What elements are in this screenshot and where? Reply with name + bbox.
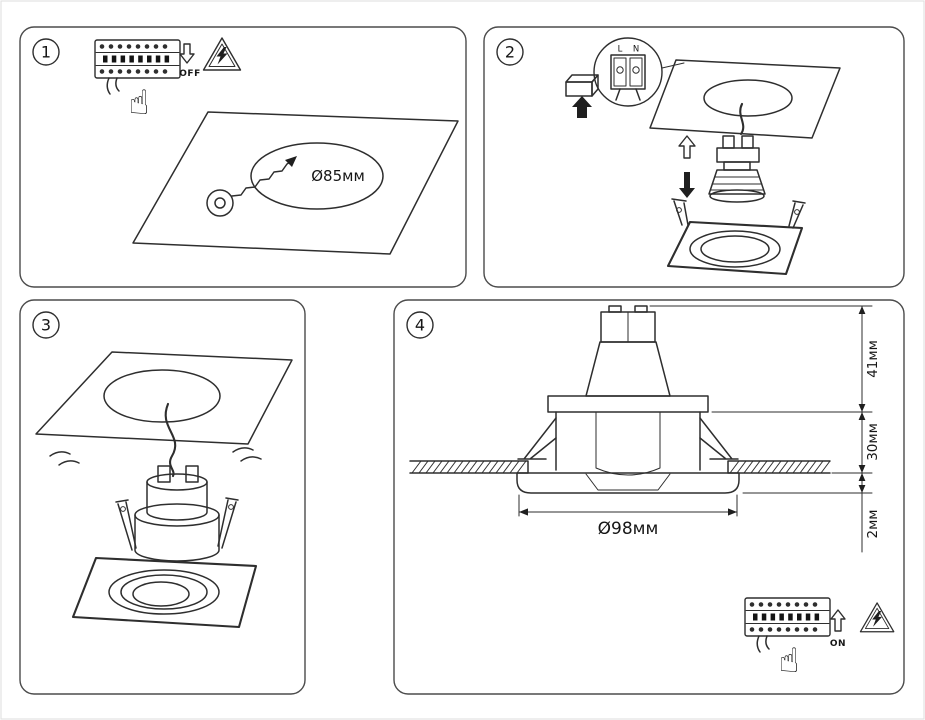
step-3-badge xyxy=(32,311,60,339)
dim-above-ceiling-label: 41мм xyxy=(865,340,881,378)
arrow-down-icon xyxy=(179,43,195,64)
spring-clip-left xyxy=(671,198,689,226)
lamp-face xyxy=(595,411,661,476)
ceiling-panel xyxy=(35,351,293,445)
cutout-hole xyxy=(103,369,221,423)
step-1-number: 1 xyxy=(41,43,51,62)
clip-coil-right xyxy=(794,209,800,215)
trim-diameter-label: Ø98мм xyxy=(598,519,659,539)
connector-box-side xyxy=(591,74,599,97)
panel-3-border xyxy=(19,299,306,695)
spring-clip-left xyxy=(115,499,137,551)
panel-3: 3 xyxy=(19,299,306,695)
terminal-l-label: L xyxy=(618,45,623,55)
supply-wire xyxy=(739,102,745,136)
terminal-slot-right xyxy=(629,57,643,87)
ceiling-cutout-drawing: Ø85мм xyxy=(132,111,459,255)
spring-clip-left xyxy=(517,417,557,460)
spring-clip-right xyxy=(788,200,806,229)
dim-recess-label: 30мм xyxy=(865,423,881,461)
power-on-label: ON xyxy=(830,639,846,649)
lamp-body xyxy=(708,169,766,195)
lamp-lens xyxy=(709,189,765,203)
clip-coil-left xyxy=(676,207,682,213)
housing-sides xyxy=(555,411,701,471)
installed-fixture-section xyxy=(409,305,831,494)
ceiling-panel xyxy=(649,59,841,139)
trim-inner-face xyxy=(585,473,671,491)
terminal-screw-right xyxy=(632,66,640,74)
ceiling-hatching-right xyxy=(729,460,831,474)
dimensions: 41мм 30мм 2мм Ø98мм xyxy=(518,305,881,553)
dim-trim-label: 2мм xyxy=(865,510,881,539)
trim-ring-outer xyxy=(108,569,220,615)
cutout-hole xyxy=(703,79,793,117)
trim-flange xyxy=(516,472,740,494)
saw-tip-arrow xyxy=(285,156,297,167)
trim-square xyxy=(71,556,258,629)
connector-box-drawing xyxy=(565,74,599,118)
panel-2: 2 L N xyxy=(483,26,905,288)
motion-marks-right xyxy=(232,447,262,462)
ceiling-with-wire xyxy=(35,351,293,478)
arrow-down-icon xyxy=(679,172,695,198)
terminal-slot-left xyxy=(613,57,627,87)
spring-clip-right xyxy=(217,497,239,549)
mounting-ring xyxy=(547,395,709,413)
ceiling-panel xyxy=(132,111,459,255)
inset-leader-line xyxy=(661,62,685,69)
saw-blade xyxy=(231,159,294,197)
trim-square xyxy=(666,220,804,276)
panel-1: 1 OFF Ø85мм xyxy=(19,26,467,288)
step-2-badge xyxy=(496,38,524,66)
supply-wire xyxy=(164,402,177,478)
step-3-number: 3 xyxy=(41,316,51,335)
fixture-trim-drawing xyxy=(666,198,806,276)
panel-4-border xyxy=(393,299,905,695)
trim-ring-inner xyxy=(700,235,770,263)
wiring-inset: L N xyxy=(593,37,685,107)
tool-handle-inner xyxy=(214,197,226,209)
magnifier-circle xyxy=(593,37,663,107)
ceiling-with-wire xyxy=(649,59,841,139)
tool-handle-outer xyxy=(206,189,234,217)
fixture-push-in-drawing xyxy=(71,465,258,629)
power-off-label: OFF xyxy=(179,69,200,79)
arrow-up-icon xyxy=(572,96,592,118)
inset-wires xyxy=(615,88,641,101)
clip-coil-left xyxy=(120,506,126,512)
terminal-screw-left xyxy=(616,66,624,74)
trim-ring-inner xyxy=(132,581,190,607)
clip-coil-right xyxy=(228,504,234,510)
lamp-insertion-drawing xyxy=(678,135,766,203)
panel-4: 4 41мм 30мм 2мм xyxy=(393,299,905,695)
step-4-number: 4 xyxy=(415,316,425,335)
terminal-block xyxy=(610,54,646,90)
panel-2-border xyxy=(483,26,905,288)
motion-marks-left xyxy=(49,451,80,466)
spring-clip-right xyxy=(699,417,739,460)
extension-lines xyxy=(649,305,873,494)
arrow-up-icon xyxy=(830,609,846,632)
hole-saw-tool xyxy=(206,156,297,217)
trim-ring-outer xyxy=(689,230,781,268)
step-4-badge xyxy=(406,311,434,339)
ceiling-hatching-left xyxy=(411,460,527,474)
hole-diameter-label: Ø85мм xyxy=(311,167,365,185)
step-1-badge xyxy=(32,38,60,66)
arrow-up-icon xyxy=(678,135,696,159)
trim-ring-middle xyxy=(120,574,208,610)
terminal-n-label: N xyxy=(633,45,639,55)
cutout-hole xyxy=(250,142,384,210)
step-2-number: 2 xyxy=(505,43,515,62)
